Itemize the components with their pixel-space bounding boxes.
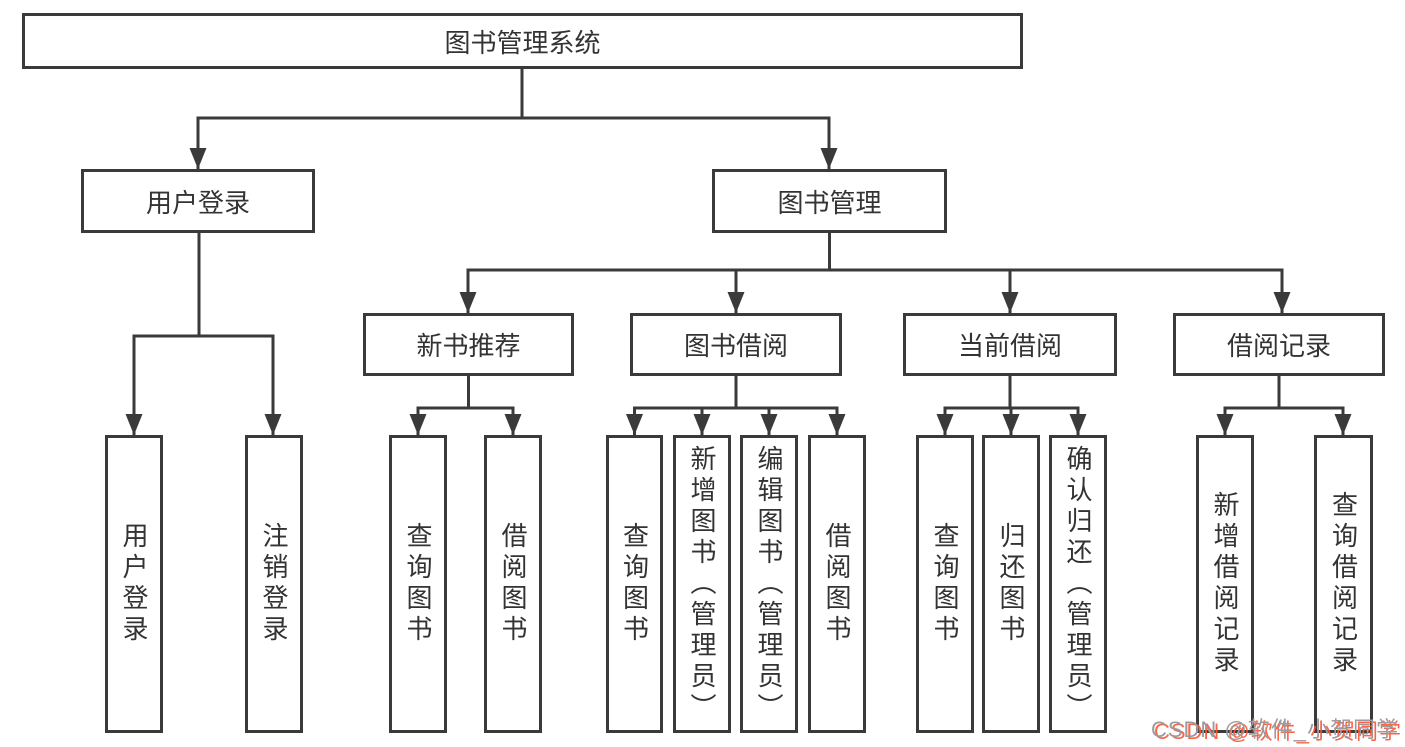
node-book-borrow: 图书借阅: [630, 313, 842, 376]
node-book-management: 图书管理: [712, 169, 947, 233]
node-label: 确认归还（管理员）: [1063, 444, 1093, 724]
branch-new-book-recommend: [409, 376, 522, 435]
branch-root: [189, 69, 838, 169]
node-label: 归还图书: [996, 522, 1026, 646]
branch-current-borrow: [936, 376, 1087, 435]
leaf-query-borrow-record: 查询借阅记录: [1314, 435, 1373, 733]
leaf-logout: 注销登录: [245, 435, 303, 733]
leaf-query-books-borrow: 查询图书: [606, 435, 663, 733]
leaf-add-borrow-record: 新增借阅记录: [1196, 435, 1254, 733]
leaf-borrow-books: 借阅图书: [808, 435, 866, 733]
watermark: CSDN @软件_小贺同学: [1150, 717, 1399, 742]
leaf-confirm-return-admin: 确认归还（管理员）: [1049, 435, 1107, 733]
node-label: 用户登录: [145, 187, 250, 218]
leaf-query-books-current: 查询图书: [916, 435, 974, 733]
node-label: 图书管理系统: [444, 27, 601, 58]
node-label: 用户登录: [119, 522, 149, 646]
node-user-login: 用户登录: [81, 169, 315, 233]
node-borrow-records: 借阅记录: [1173, 313, 1385, 376]
node-label: 新书推荐: [416, 331, 521, 361]
node-label: 编辑图书（管理员）: [754, 444, 784, 724]
leaf-query-books-recommend: 查询图书: [389, 435, 447, 733]
node-current-borrow: 当前借阅: [903, 313, 1117, 376]
leaf-borrow-books-recommend: 借阅图书: [484, 435, 542, 733]
node-label: 查询借阅记录: [1328, 491, 1359, 677]
leaf-add-book-admin: 新增图书（管理员）: [673, 435, 731, 733]
leaf-user-login: 用户登录: [105, 435, 163, 733]
node-label: 当前借阅: [957, 331, 1062, 361]
node-label: 借阅记录: [1226, 331, 1331, 361]
node-label: 借阅图书: [822, 522, 852, 646]
node-label: 查询图书: [403, 522, 433, 646]
node-label: 新增借阅记录: [1210, 491, 1240, 677]
node-label: 图书管理: [777, 187, 882, 218]
branch-book-management: [459, 233, 1291, 313]
node-label: 借阅图书: [498, 522, 528, 646]
node-label: 查询图书: [930, 522, 960, 646]
node-label: 图书借阅: [683, 331, 788, 361]
branch-user-login: [125, 233, 282, 435]
branch-book-borrow: [626, 376, 846, 435]
branch-borrow-records: [1216, 376, 1352, 435]
leaf-return-book: 归还图书: [982, 435, 1040, 733]
node-new-book-recommend: 新书推荐: [363, 313, 574, 376]
node-label: 注销登录: [259, 522, 289, 646]
node-label: 新增图书（管理员）: [687, 444, 717, 724]
node-library-management-system: 图书管理系统: [22, 13, 1023, 69]
node-label: 查询图书: [619, 522, 650, 646]
leaf-edit-book-admin: 编辑图书（管理员）: [740, 435, 798, 733]
